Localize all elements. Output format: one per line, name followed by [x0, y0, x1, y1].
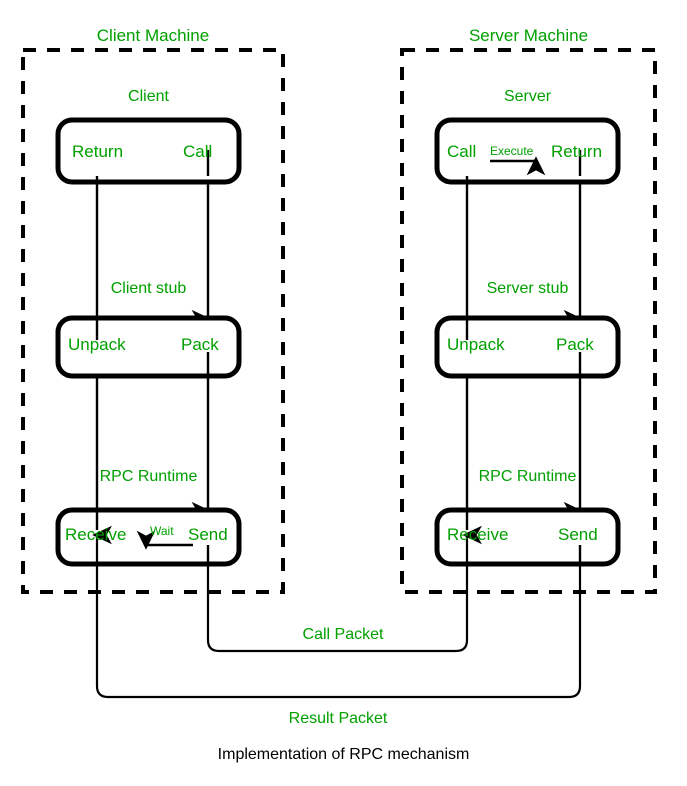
server-runtime-send-label: Send	[558, 525, 598, 544]
client-stub-pack-label: Pack	[181, 335, 219, 354]
server-box-call-label: Call	[447, 142, 477, 161]
client-rpc-runtime-layer-title: RPC Runtime	[99, 468, 198, 485]
server-stub-box	[434, 315, 621, 379]
client-box	[55, 117, 242, 185]
server-box-return-label: Return	[551, 142, 603, 161]
result-packet-label: Result Packet	[288, 710, 388, 727]
client-machine-title: Client Machine	[96, 26, 210, 45]
client-stub-layer-title: Client stub	[110, 280, 187, 297]
client-runtime-send-label: Send	[188, 525, 228, 544]
server-runtime-receive-label: Receive	[447, 525, 509, 544]
server-machine-title: Server Machine	[468, 26, 589, 45]
client-machine-boundary	[21, 48, 285, 594]
server-rpc-runtime-layer-title: RPC Runtime	[478, 468, 577, 485]
client-box-return-label: Return	[72, 142, 124, 161]
wait-annotation-label: Wait	[150, 524, 174, 538]
client-stub-box	[55, 315, 242, 379]
server-machine-boundary	[400, 48, 657, 594]
diagram-caption: Implementation of RPC mechanism	[217, 746, 470, 763]
client-runtime-receive-label: Receive	[65, 525, 127, 544]
server-box	[434, 117, 621, 185]
call-packet-path	[206, 525, 482, 653]
server-stub-layer-title: Server stub	[486, 280, 569, 297]
call-packet-label: Call Packet	[302, 626, 384, 643]
server-rpc-runtime-box	[434, 507, 621, 567]
server-stub-pack-label: Pack	[556, 335, 594, 354]
client-layer-title: Client	[128, 88, 169, 105]
server-stub-unpack-label: Unpack	[447, 335, 505, 354]
execute-annotation-label: Execute	[490, 144, 534, 158]
server-layer-title: Server	[503, 88, 552, 105]
client-box-call-label: Call	[183, 142, 213, 161]
result-packet-path	[92, 525, 582, 699]
client-stub-unpack-label: Unpack	[68, 335, 126, 354]
